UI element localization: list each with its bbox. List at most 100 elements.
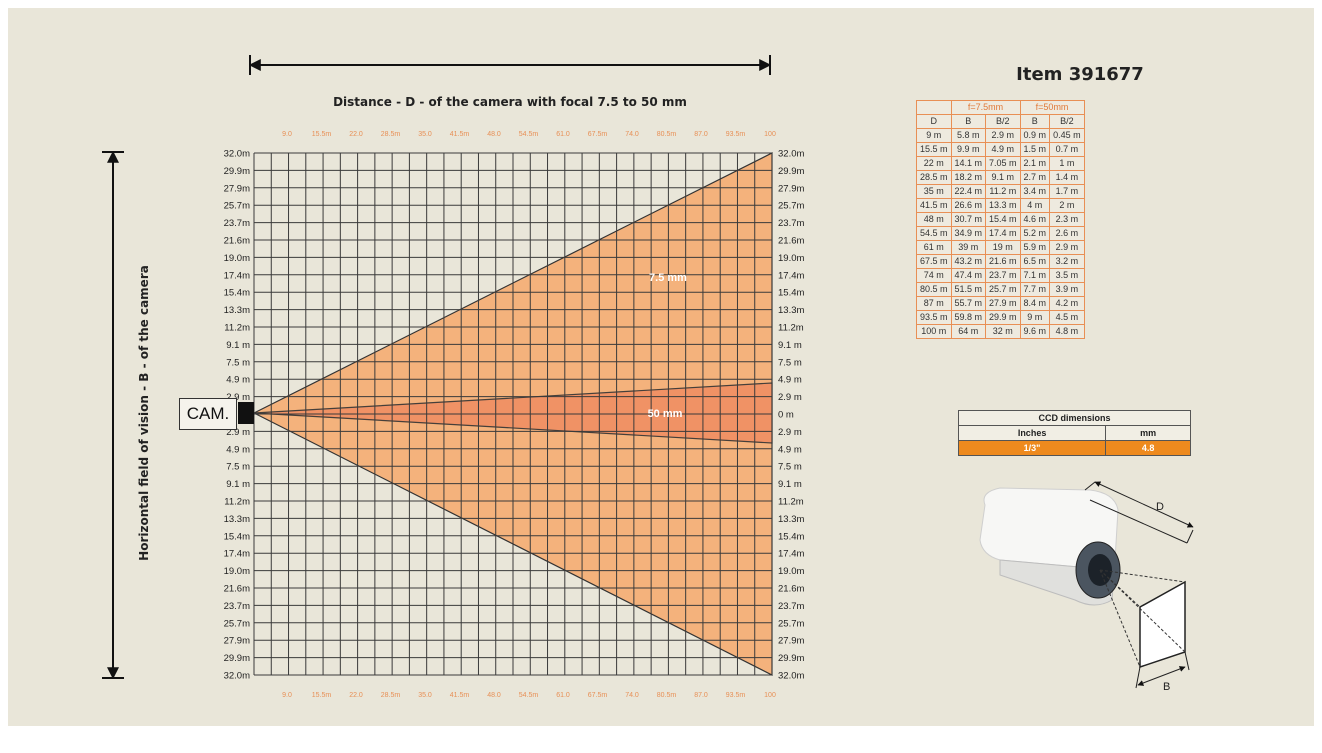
top-distance-tick: 22.0	[349, 131, 363, 138]
right-scale-label: 21.6m	[778, 584, 804, 595]
bottom-distance-tick: 48.0	[487, 692, 501, 699]
distance-grid	[253, 152, 773, 676]
bottom-distance-tick: 35.0	[418, 692, 432, 699]
right-scale-label: 17.4m	[778, 549, 804, 560]
field-of-vision-title: Horizontal field of vision - B - of the …	[137, 265, 151, 561]
distance-arrow	[248, 55, 772, 75]
left-scale-label: 25.7m	[224, 201, 250, 212]
top-distance-tick: 15.5m	[312, 131, 332, 138]
left-scale-label: 27.9m	[224, 183, 250, 194]
right-scale-label: 23.7m	[778, 218, 804, 229]
left-scale-label: 4.9 m	[226, 444, 250, 455]
left-scale-label: 17.4m	[224, 270, 250, 281]
top-distance-tick: 74.0	[625, 131, 639, 138]
left-scale-label: 23.7m	[224, 601, 250, 612]
left-scale-label: 4.9 m	[226, 375, 250, 386]
top-distance-tick: 28.5m	[381, 131, 401, 138]
top-distance-tick: 41.5m	[450, 131, 470, 138]
right-scale-label: 7.5 m	[778, 357, 802, 368]
left-scale-label: 7.5 m	[226, 357, 250, 368]
right-scale: 32.0m 29.9m 27.9m 25.7m 23.7m 21.6m 19.0m 17.4m…	[778, 149, 804, 682]
right-scale-label: 29.9m	[778, 166, 804, 177]
bottom-distance-tick: 93.5m	[726, 692, 746, 699]
bottom-distance-tick: 28.5m	[381, 692, 401, 699]
right-scale-label: 19.0m	[778, 253, 804, 264]
bottom-distance-tick: 22.0	[349, 692, 363, 699]
camera-illustration	[979, 481, 1194, 689]
right-scale-label: 25.7m	[778, 618, 804, 629]
right-scale-label: 19.0m	[778, 566, 804, 577]
bottom-distance-tick: 54.5m	[519, 692, 539, 699]
camera-marker	[238, 402, 254, 424]
right-scale-label: 32.0m	[778, 149, 804, 160]
distance-title: Distance - D - of the camera with focal …	[333, 95, 687, 109]
top-distance-tick: 35.0	[418, 131, 432, 138]
narrow-lens-label: 50 mm	[648, 408, 683, 420]
right-scale-label: 13.3m	[778, 514, 804, 525]
wide-lens-label: 7.5 mm	[649, 272, 687, 284]
top-distance-ticks: 9.0 15.5m 22.0 28.5m 35.0 41.5m 48.0 54.5m 61.0 6…	[282, 131, 776, 138]
right-scale-label: 32.0m	[778, 671, 804, 682]
left-scale-label: 9.1 m	[226, 479, 250, 490]
bottom-distance-tick: 41.5m	[450, 692, 470, 699]
right-scale-label: 2.9 m	[778, 392, 802, 403]
left-scale-label: 15.4m	[224, 288, 250, 299]
top-distance-tick: 9.0	[282, 131, 292, 138]
right-scale-label: 15.4m	[778, 531, 804, 542]
right-scale-label: 11.2m	[778, 323, 804, 334]
left-scale-label: 29.9m	[224, 166, 250, 177]
top-distance-tick: 48.0	[487, 131, 501, 138]
left-scale-label: 27.9m	[224, 636, 250, 647]
top-distance-tick: 80.5m	[657, 131, 677, 138]
left-scale-label: 11.2m	[224, 323, 250, 334]
left-scale-label: 32.0m	[224, 671, 250, 682]
b-dimension-label: B	[1163, 681, 1170, 693]
left-scale: 32.0m 29.9m 27.9m 25.7m 23.7m 21.6m 19.0m 17.4m…	[224, 149, 250, 682]
left-scale-label: 32.0m	[224, 149, 250, 160]
left-scale-label: 21.6m	[224, 584, 250, 595]
left-scale-label: 19.0m	[224, 566, 250, 577]
left-scale-label: 9.1 m	[226, 340, 250, 351]
right-scale-label: 4.9 m	[778, 444, 802, 455]
bottom-distance-tick: 87.0	[694, 692, 708, 699]
bottom-distance-tick: 67.5m	[588, 692, 608, 699]
bottom-distance-ticks: 9.0 15.5m 22.0 28.5m 35.0 41.5m 48.0 54.5m 61.0 6…	[282, 692, 776, 699]
right-scale-label: 9.1 m	[778, 340, 802, 351]
bottom-distance-tick: 61.0	[556, 692, 570, 699]
left-scale-label: 19.0m	[224, 253, 250, 264]
d-dimension-label: D	[1156, 501, 1164, 513]
left-scale-label: 7.5 m	[226, 462, 250, 473]
bottom-distance-tick: 74.0	[625, 692, 639, 699]
right-scale-label: 27.9m	[778, 183, 804, 194]
top-distance-tick: 87.0	[694, 131, 708, 138]
top-distance-tick: 54.5m	[519, 131, 539, 138]
top-distance-tick: 61.0	[556, 131, 570, 138]
right-scale-label: 9.1 m	[778, 479, 802, 490]
right-scale-label: 17.4m	[778, 270, 804, 281]
right-scale-label: 2.9 m	[778, 427, 802, 438]
left-scale-label: 25.7m	[224, 618, 250, 629]
top-distance-tick: 100	[764, 131, 776, 138]
right-scale-label: 27.9m	[778, 636, 804, 647]
left-scale-label: 11.2m	[224, 497, 250, 508]
right-scale-label: 21.6m	[778, 236, 804, 247]
left-scale-label: 15.4m	[224, 531, 250, 542]
top-distance-tick: 67.5m	[588, 131, 608, 138]
left-scale-label: 23.7m	[224, 218, 250, 229]
right-scale-label: 13.3m	[778, 305, 804, 316]
bottom-distance-tick: 100	[764, 692, 776, 699]
right-scale-label: 25.7m	[778, 201, 804, 212]
left-scale-label: 2.9 m	[226, 427, 250, 438]
right-scale-label: 0 m	[778, 410, 794, 421]
bottom-distance-tick: 9.0	[282, 692, 292, 699]
bottom-distance-tick: 80.5m	[657, 692, 677, 699]
left-scale-label: 13.3m	[224, 514, 250, 525]
left-scale-label: 13.3m	[224, 305, 250, 316]
left-scale-label: 29.9m	[224, 653, 250, 664]
left-scale-label: 17.4m	[224, 549, 250, 560]
bottom-distance-tick: 15.5m	[312, 692, 332, 699]
right-scale-label: 7.5 m	[778, 462, 802, 473]
left-scale-label: 21.6m	[224, 236, 250, 247]
field-of-vision-arrow	[102, 150, 124, 680]
